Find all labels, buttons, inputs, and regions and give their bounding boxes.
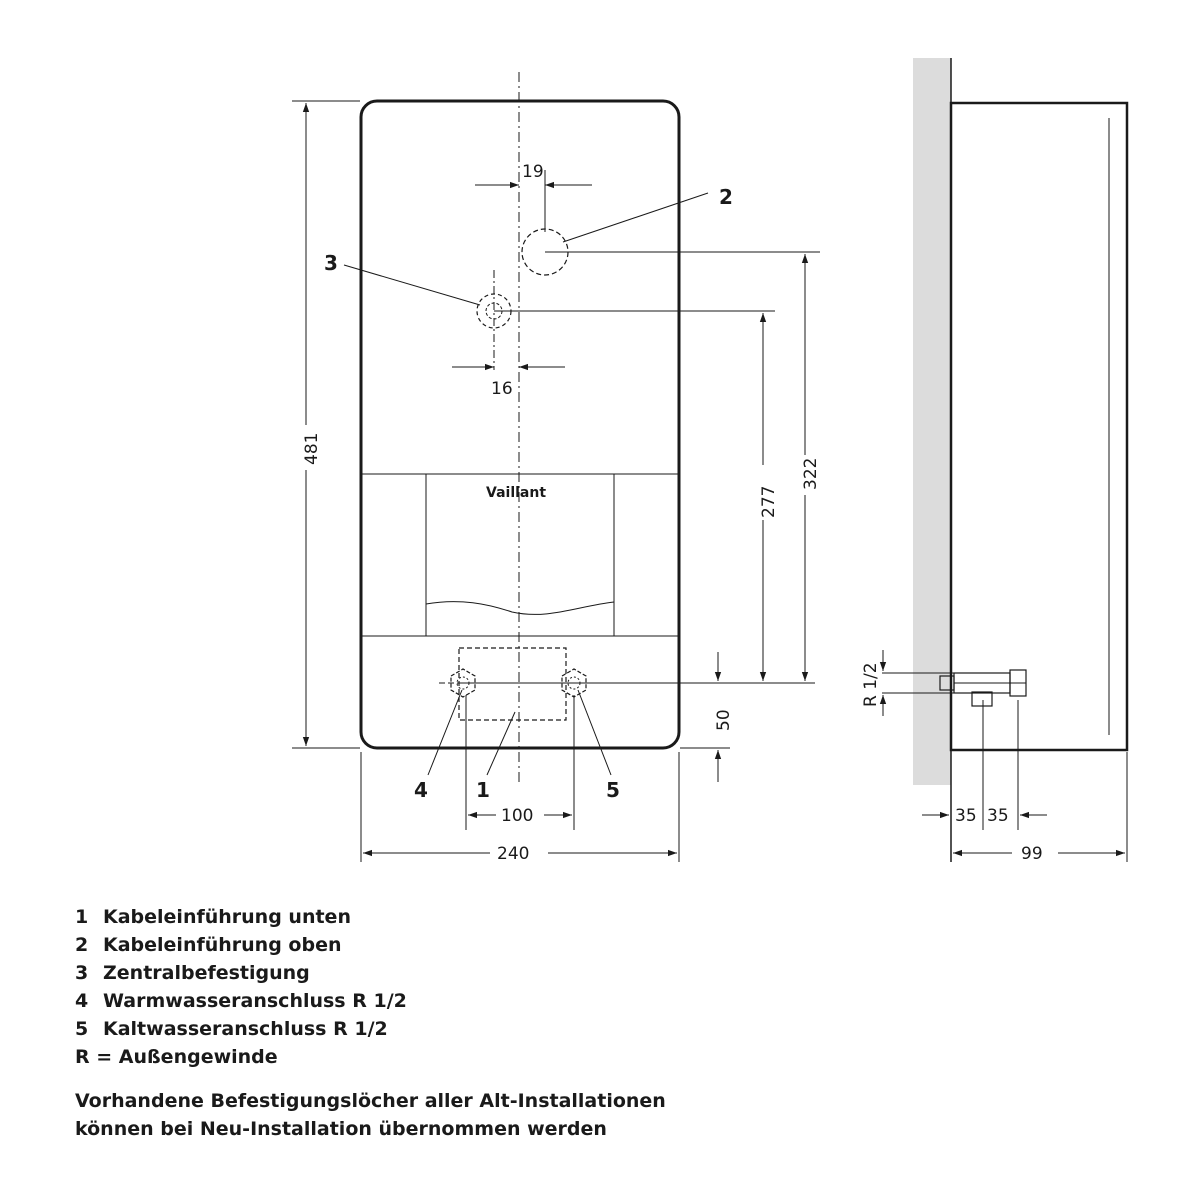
dim-322: 322 xyxy=(801,458,821,490)
front-view: Vaillant 19 16 xyxy=(292,72,821,864)
dim-99: 99 xyxy=(1021,844,1043,864)
callout-5: 5 xyxy=(606,778,620,802)
side-view: R 1/2 35 35 99 xyxy=(861,58,1129,864)
heater-body-outline xyxy=(359,99,681,750)
installation-note: Vorhandene Befestigungslöcher aller Alt-… xyxy=(75,1087,666,1143)
dim-35-right: 35 xyxy=(987,806,1009,826)
water-fitting xyxy=(939,669,1027,707)
dim-481: 481 xyxy=(302,433,322,465)
dim-thread: R 1/2 xyxy=(861,662,881,707)
callout-1: 1 xyxy=(476,778,490,802)
dim-19: 19 xyxy=(522,162,544,182)
callout-3: 3 xyxy=(324,251,338,275)
legend-r-definition: R = Außengewinde xyxy=(75,1046,278,1068)
callout-4: 4 xyxy=(414,778,428,802)
note-line-2: können bei Neu-Installation übernommen w… xyxy=(75,1118,607,1140)
dim-35-left: 35 xyxy=(955,806,977,826)
note-line-1: Vorhandene Befestigungslöcher aller Alt-… xyxy=(75,1090,666,1112)
dim-240: 240 xyxy=(497,844,529,864)
wall-section xyxy=(913,58,951,785)
dim-16: 16 xyxy=(491,379,513,399)
heater-side-outline xyxy=(949,101,1129,752)
panel-wave xyxy=(425,601,615,615)
brand-logo: Vaillant xyxy=(486,485,546,501)
control-panel xyxy=(425,473,615,637)
lower-cable-entry xyxy=(458,647,567,721)
callout-2: 2 xyxy=(719,185,733,209)
dim-50: 50 xyxy=(714,709,734,731)
technical-drawing: Vaillant 19 16 xyxy=(292,58,1129,864)
dim-100: 100 xyxy=(501,806,533,826)
dim-277: 277 xyxy=(759,486,779,518)
